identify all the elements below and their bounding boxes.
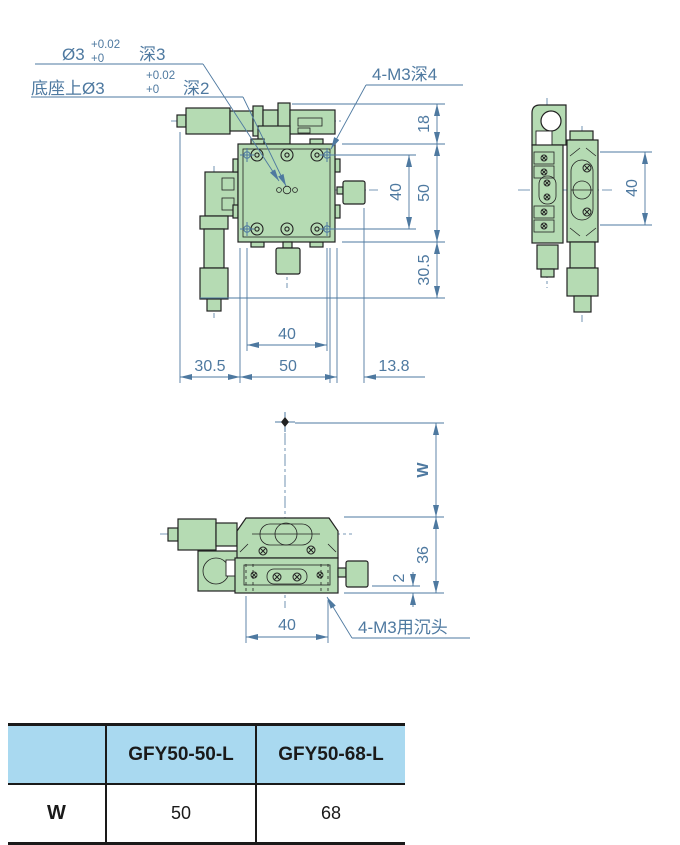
dim-2: 2	[391, 573, 408, 582]
bv-left-micrometer	[167, 518, 241, 592]
dim-40-side: 40	[624, 179, 641, 197]
technical-drawing: 18 40 50 30.5 40 30.5 50 13.8 40 W 36 2 …	[31, 39, 652, 643]
stage-body	[232, 138, 341, 248]
dim-30-5-bottom: 30.5	[194, 358, 225, 375]
dim-w: W	[415, 462, 432, 478]
dim-36: 36	[415, 546, 432, 564]
ann-top-hole-tol-lower: +0	[91, 53, 104, 65]
spec-value-w-50: 50	[105, 784, 256, 844]
ann-base-hole-prefix: 底座上Ø3	[31, 79, 105, 98]
ann-m3-top: 4-M3深4	[372, 65, 437, 84]
spec-header-empty	[8, 724, 106, 784]
center-hole	[276, 187, 282, 193]
bv-top-plate	[236, 517, 339, 559]
bottom-view	[160, 412, 369, 608]
dim-40-bottom: 40	[278, 326, 296, 343]
spec-value-w-68: 68	[255, 784, 405, 844]
left-micrometer	[199, 171, 239, 312]
countersink-hidden-lines	[245, 564, 329, 593]
spec-table: GFY50-50-L GFY50-68-L W 50 68	[8, 723, 405, 845]
dim-30-5-right: 30.5	[416, 254, 433, 285]
ann-top-hole-tol-upper: +0.02	[91, 39, 120, 51]
spec-header-model-1: GFY50-50-L	[105, 724, 256, 784]
spec-table-header-row: GFY50-50-L GFY50-68-L	[8, 724, 405, 784]
center-hole	[292, 187, 298, 193]
dim-40-bottom-view: 40	[278, 617, 296, 634]
leader-m3-bottom	[326, 596, 353, 639]
ann-top-hole-dia: Ø3	[62, 45, 85, 64]
ann-top-hole-depth: 深3	[139, 45, 165, 64]
side-left-bar	[531, 104, 567, 278]
front-view	[171, 102, 378, 318]
dim-13-8: 13.8	[378, 358, 409, 375]
center-hole	[282, 185, 292, 195]
leader-m3-top	[330, 84, 367, 150]
target-cross	[275, 412, 295, 432]
ann-base-hole-depth: 深2	[183, 79, 209, 98]
side-right-plate	[566, 130, 599, 313]
spec-header-model-2: GFY50-68-L	[255, 724, 405, 784]
dimension-lines	[31, 63, 652, 643]
dim-50-right: 50	[416, 184, 433, 202]
leader-top-hole	[202, 63, 280, 182]
top-micrometer	[176, 102, 336, 145]
right-knob	[336, 180, 366, 205]
dim-18: 18	[416, 115, 433, 133]
ann-m3-bottom: 4-M3用沉头	[358, 618, 448, 637]
spec-table-data-row: W 50 68	[8, 784, 405, 844]
leader-base-hole	[242, 96, 287, 187]
ann-base-hole-tol-upper: +0.02	[146, 70, 175, 82]
bv-right-knob	[337, 560, 369, 588]
dim-40-right: 40	[388, 183, 405, 201]
side-view	[518, 98, 612, 322]
dim-50-bottom: 50	[279, 358, 297, 375]
bottom-knob	[275, 241, 301, 275]
spec-row-label: W	[8, 784, 106, 844]
bv-base-plate	[234, 557, 339, 594]
ann-base-hole-tol-lower: +0	[146, 84, 159, 96]
